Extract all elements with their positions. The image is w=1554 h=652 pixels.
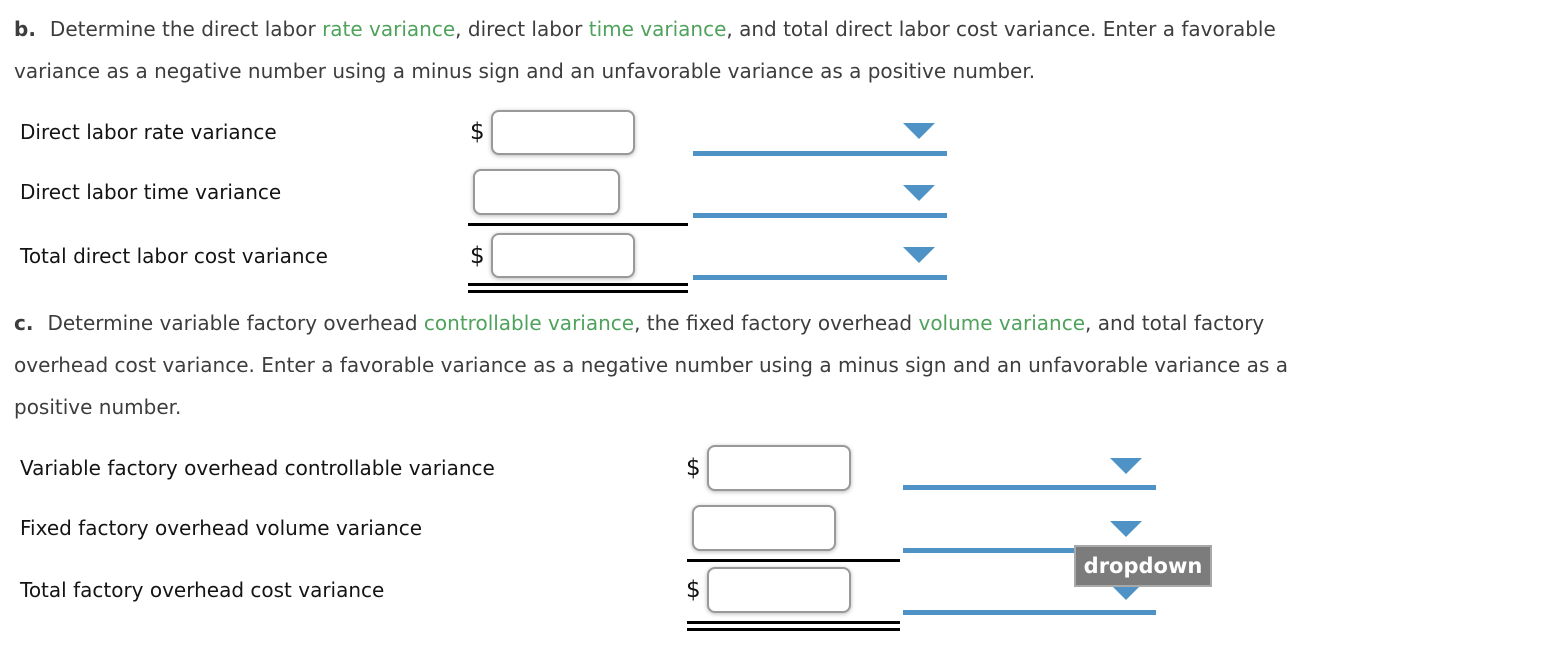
controllable-variance-link[interactable]: controllable variance: [423, 311, 635, 335]
total-direct-labor-cost-variance-dropdown[interactable]: [693, 275, 947, 280]
variable-factory-overhead-controllable-variance-dropdown[interactable]: [903, 485, 1156, 490]
fixed-factory-overhead-volume-variance-input[interactable]: [692, 505, 836, 551]
section-b-text-1: Determine the direct labor: [49, 17, 323, 41]
section-c-text-3: , and total factory: [1085, 311, 1265, 335]
direct-labor-rate-variance-input[interactable]: [491, 110, 635, 155]
direct-labor-rate-variance-label: Direct labor rate variance: [20, 120, 277, 144]
dropdown-arrow-icon[interactable]: [903, 185, 935, 201]
double-rule: [687, 621, 900, 631]
section-c-paragraph: c. Determine variable factory overhead co…: [14, 302, 1288, 428]
direct-labor-time-variance-label: Direct labor time variance: [20, 180, 282, 204]
rate-variance-link[interactable]: rate variance: [322, 17, 456, 41]
direct-labor-time-variance-dropdown[interactable]: [693, 213, 947, 218]
dropdown-arrow-icon[interactable]: [1110, 521, 1142, 537]
fixed-factory-overhead-volume-variance-label: Fixed factory overhead volume variance: [20, 516, 423, 540]
total-factory-overhead-cost-variance-dropdown[interactable]: [903, 610, 1156, 615]
double-rule: [468, 283, 688, 293]
variable-factory-overhead-controllable-variance-input[interactable]: [707, 445, 851, 491]
dropdown-tooltip: dropdown: [1074, 545, 1212, 587]
single-rule: [687, 559, 900, 562]
section-b-paragraph-line1: b. Determine the direct labor rate varian…: [14, 8, 1276, 50]
section-b-text-3: , and total direct labor cost variance. …: [726, 17, 1276, 41]
section-c-paragraph-line1: c. Determine variable factory overhead co…: [14, 302, 1288, 344]
section-b-marker: b.: [14, 17, 36, 41]
section-c-marker: c.: [14, 311, 34, 335]
section-c-paragraph-line2: overhead cost variance. Enter a favorabl…: [14, 353, 1288, 377]
dropdown-arrow-icon[interactable]: [903, 123, 935, 139]
single-rule: [468, 223, 688, 226]
section-b-text-2: , direct labor: [455, 17, 589, 41]
time-variance-link[interactable]: time variance: [588, 17, 727, 41]
dollar-sign: $: [470, 119, 485, 145]
total-factory-overhead-cost-variance-input[interactable]: [707, 567, 851, 613]
section-b-paragraph-line2: variance as a negative number using a mi…: [14, 59, 1036, 83]
dollar-sign: $: [686, 455, 701, 481]
total-direct-labor-cost-variance-input[interactable]: [491, 233, 635, 278]
dollar-sign: $: [686, 577, 701, 603]
total-direct-labor-cost-variance-label: Total direct labor cost variance: [20, 244, 328, 268]
dropdown-arrow-icon[interactable]: [903, 247, 935, 263]
volume-variance-link[interactable]: volume variance: [918, 311, 1086, 335]
dollar-sign: $: [470, 243, 485, 269]
fixed-factory-overhead-volume-variance-dropdown[interactable]: [903, 548, 1156, 553]
section-c-paragraph-line3: positive number.: [14, 395, 182, 419]
dropdown-arrow-icon[interactable]: [1110, 458, 1142, 474]
direct-labor-rate-variance-dropdown[interactable]: [693, 151, 947, 156]
section-c-text-2: , the fixed factory overhead: [634, 311, 919, 335]
dropdown-arrow-icon[interactable]: [1110, 584, 1142, 600]
total-factory-overhead-cost-variance-label: Total factory overhead cost variance: [20, 578, 385, 602]
section-b-paragraph: b. Determine the direct labor rate varian…: [14, 8, 1276, 92]
section-c-text-1: Determine variable factory overhead: [47, 311, 424, 335]
direct-labor-time-variance-input[interactable]: [473, 169, 620, 215]
variable-factory-overhead-controllable-variance-label: Variable factory overhead controllable v…: [20, 456, 495, 480]
